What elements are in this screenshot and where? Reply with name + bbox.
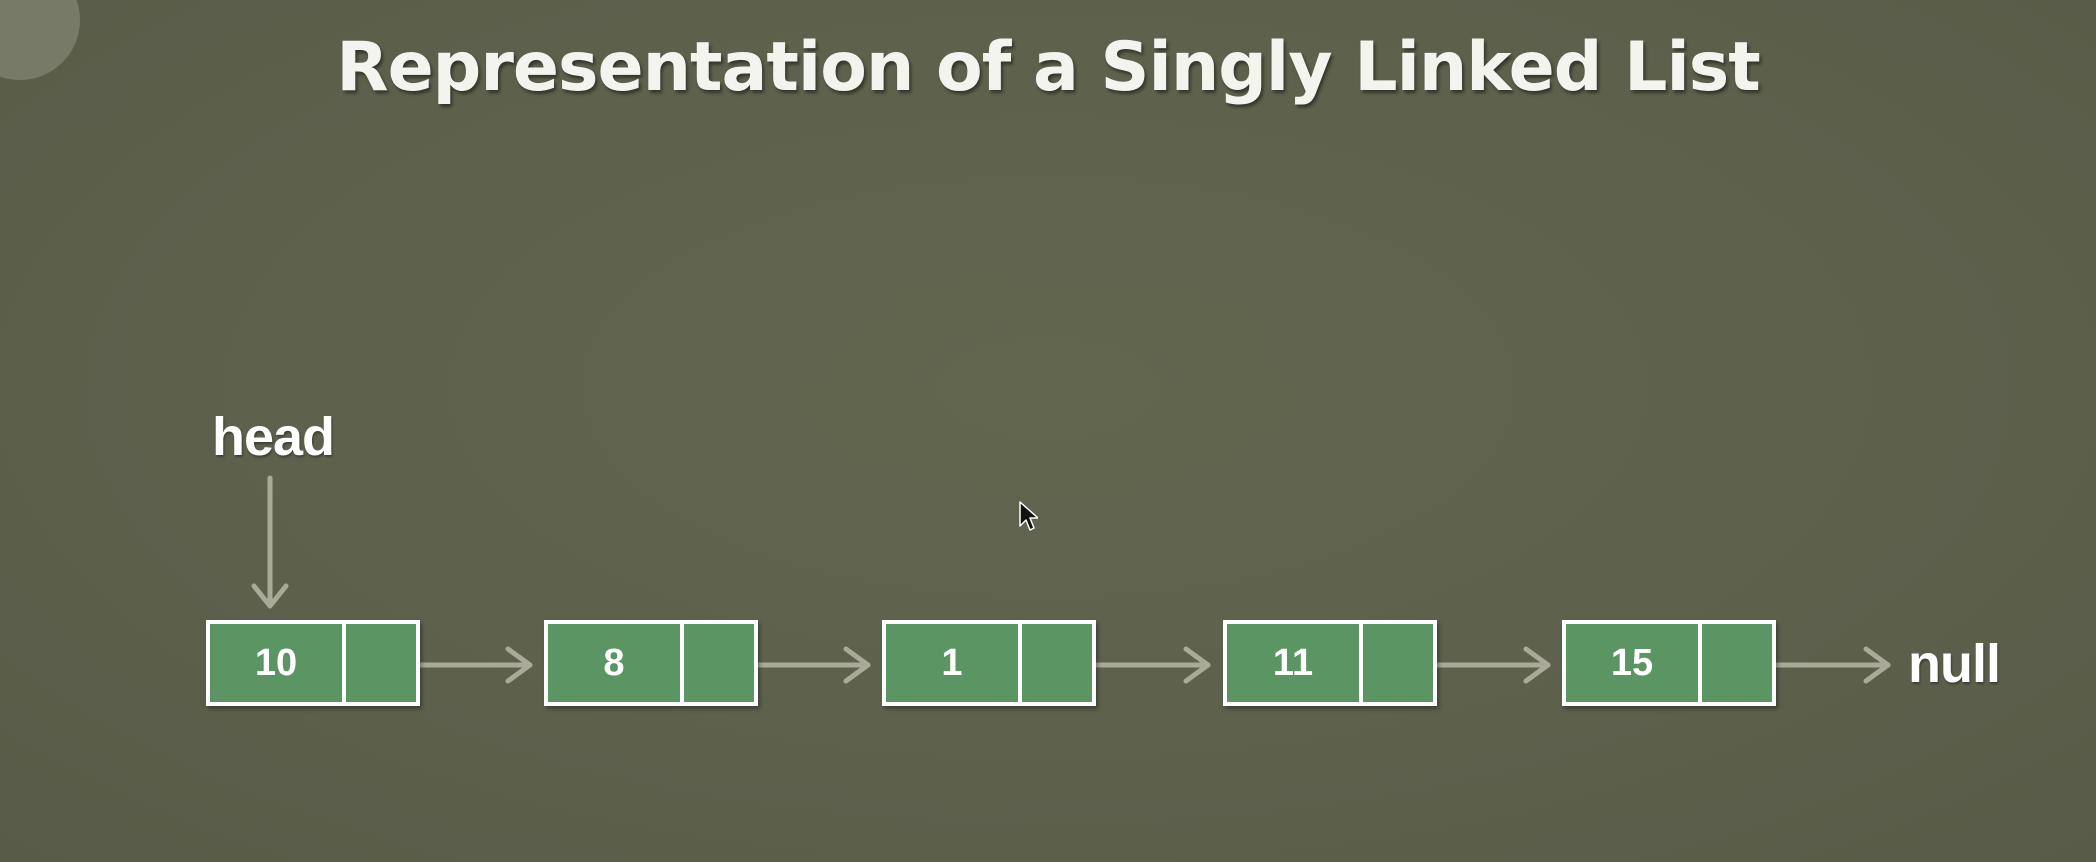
- node-data-cell: 15: [1566, 624, 1702, 702]
- node-next-cell: [1022, 624, 1092, 702]
- node-next-cell: [1702, 624, 1772, 702]
- list-node-5: 15: [1562, 620, 1776, 706]
- mouse-pointer-icon: [1019, 501, 1038, 531]
- node-data-cell: 11: [1227, 624, 1363, 702]
- head-label: head: [212, 407, 335, 467]
- node-next-cell: [684, 624, 754, 702]
- node-data-cell: 1: [886, 624, 1022, 702]
- slide-title: Representation of a Singly Linked List: [336, 28, 1761, 107]
- list-node-3: 1: [882, 620, 1096, 706]
- list-node-2: 8: [544, 620, 758, 706]
- node-next-cell: [346, 624, 416, 702]
- node-next-cell: [1363, 624, 1433, 702]
- list-node-1: 10: [206, 620, 420, 706]
- null-label: null: [1908, 634, 2001, 694]
- node-data-cell: 8: [548, 624, 684, 702]
- head-pointer-arrow: [251, 475, 289, 609]
- node-data-cell: 10: [210, 624, 346, 702]
- list-node-4: 11: [1223, 620, 1437, 706]
